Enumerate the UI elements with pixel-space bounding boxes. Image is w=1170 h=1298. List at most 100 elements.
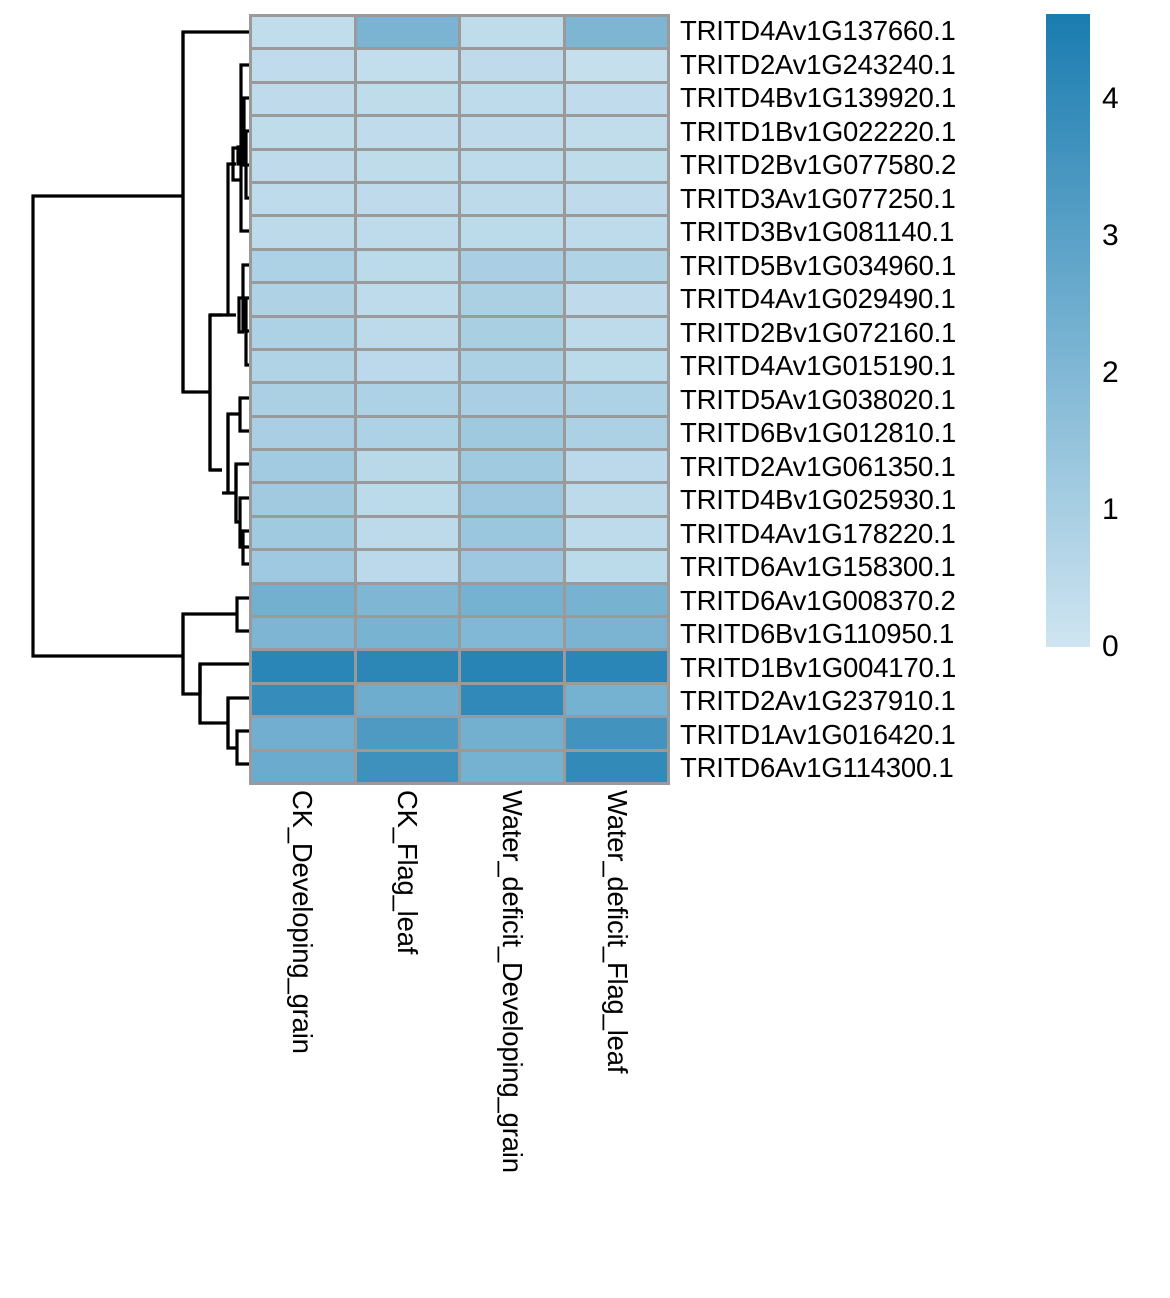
heatmap-cell — [356, 651, 458, 682]
column-label-slot: Water_deficit_Developing_grain — [460, 790, 565, 1190]
heatmap-cell — [252, 718, 354, 749]
heatmap-cell — [356, 718, 458, 749]
colorbar-tick-label: 3 — [1102, 218, 1119, 252]
heatmap-cell — [461, 517, 563, 549]
heatmap-cell — [565, 451, 667, 482]
heatmap-cell — [461, 183, 563, 215]
heatmap-cell — [565, 551, 667, 582]
heatmap-cell — [356, 284, 458, 315]
column-label-slot: Water_deficit_Flag_leaf — [565, 790, 670, 1190]
column-label: CK_Developing_grain — [286, 790, 318, 1054]
heatmap-cell — [565, 417, 667, 449]
heatmap-cell — [252, 83, 354, 115]
heatmap-cell — [356, 117, 458, 148]
heatmap-cell — [565, 83, 667, 115]
row-label: TRITD6Bv1G110950.1 — [680, 618, 955, 650]
row-label: TRITD2Bv1G072160.1 — [680, 316, 957, 348]
heatmap-cell — [461, 651, 563, 682]
heatmap-grid — [252, 17, 667, 782]
heatmap-cell — [565, 618, 667, 649]
row-dendrogram — [31, 30, 249, 766]
heatmap-cell — [252, 150, 354, 181]
row-label: TRITD3Av1G077250.1 — [680, 182, 956, 214]
row-label: TRITD2Av1G237910.1 — [680, 685, 956, 717]
row-label: TRITD4Bv1G139920.1 — [680, 82, 957, 114]
heatmap-cell — [461, 751, 563, 782]
heatmap-cell — [356, 350, 458, 382]
heatmap-cell — [565, 117, 667, 148]
heatmap-cell — [461, 684, 563, 716]
colorbar-tick-label: 0 — [1102, 630, 1119, 663]
heatmap-cell — [252, 751, 354, 782]
heatmap-cell — [565, 718, 667, 749]
heatmap-cell — [252, 250, 354, 282]
heatmap-cell — [565, 484, 667, 515]
heatmap-cell — [565, 217, 667, 248]
heatmap-cell — [356, 217, 458, 248]
colorbar-tick-label: 4 — [1102, 81, 1119, 115]
row-label: TRITD6Av1G008370.2 — [680, 584, 956, 616]
heatmap-cell — [356, 618, 458, 649]
heatmap-cell — [461, 50, 563, 81]
heatmap-cell — [565, 150, 667, 181]
heatmap-cell — [356, 384, 458, 415]
heatmap-cell — [461, 150, 563, 181]
heatmap-cell — [461, 317, 563, 348]
heatmap-cell — [461, 217, 563, 248]
heatmap-cell — [565, 50, 667, 81]
colorbar-tick-label: 2 — [1102, 355, 1119, 389]
heatmap-cell — [356, 551, 458, 582]
heatmap-cell — [252, 484, 354, 515]
heatmap-cell — [565, 651, 667, 682]
row-label: TRITD2Av1G061350.1 — [680, 450, 956, 482]
heatmap-cell — [252, 584, 354, 616]
heatmap-cell — [461, 417, 563, 449]
heatmap-cell — [565, 284, 667, 315]
heatmap-cell — [565, 384, 667, 415]
heatmap-cell — [252, 183, 354, 215]
heatmap — [249, 14, 670, 785]
heatmap-cell — [252, 217, 354, 248]
row-label: TRITD5Bv1G034960.1 — [680, 249, 957, 281]
heatmap-cell — [565, 250, 667, 282]
heatmap-cell — [461, 17, 563, 48]
heatmap-cell — [461, 350, 563, 382]
row-label: TRITD6Av1G114300.1 — [680, 752, 954, 784]
heatmap-cell — [461, 618, 563, 649]
heatmap-cell — [461, 718, 563, 749]
heatmap-cell — [356, 83, 458, 115]
heatmap-cell — [356, 150, 458, 181]
heatmap-cell — [356, 50, 458, 81]
heatmap-cell — [356, 751, 458, 782]
heatmap-cell — [565, 751, 667, 782]
heatmap-cell — [565, 17, 667, 48]
heatmap-cell — [565, 317, 667, 348]
heatmap-cell — [461, 250, 563, 282]
heatmap-cell — [356, 517, 458, 549]
heatmap-cell — [461, 584, 563, 616]
heatmap-cell — [252, 451, 354, 482]
heatmap-cell — [461, 117, 563, 148]
heatmap-cell — [252, 517, 354, 549]
heatmap-cell — [356, 317, 458, 348]
row-label: TRITD2Bv1G077580.2 — [680, 149, 957, 181]
heatmap-cell — [252, 17, 354, 48]
row-label: TRITD1Bv1G004170.1 — [680, 651, 957, 683]
heatmap-cell — [356, 584, 458, 616]
row-label: TRITD1Av1G016420.1 — [680, 718, 956, 750]
heatmap-cell — [252, 551, 354, 582]
row-label: TRITD6Bv1G012810.1 — [680, 417, 957, 449]
heatmap-cell — [252, 384, 354, 415]
row-label: TRITD5Av1G038020.1 — [680, 383, 956, 415]
row-label: TRITD2Av1G243240.1 — [680, 48, 956, 80]
heatmap-cell — [565, 584, 667, 616]
row-label: TRITD6Av1G158300.1 — [680, 551, 956, 583]
heatmap-cell — [356, 250, 458, 282]
heatmap-cell — [461, 384, 563, 415]
row-label: TRITD4Av1G029490.1 — [680, 283, 956, 315]
heatmap-cell — [252, 618, 354, 649]
